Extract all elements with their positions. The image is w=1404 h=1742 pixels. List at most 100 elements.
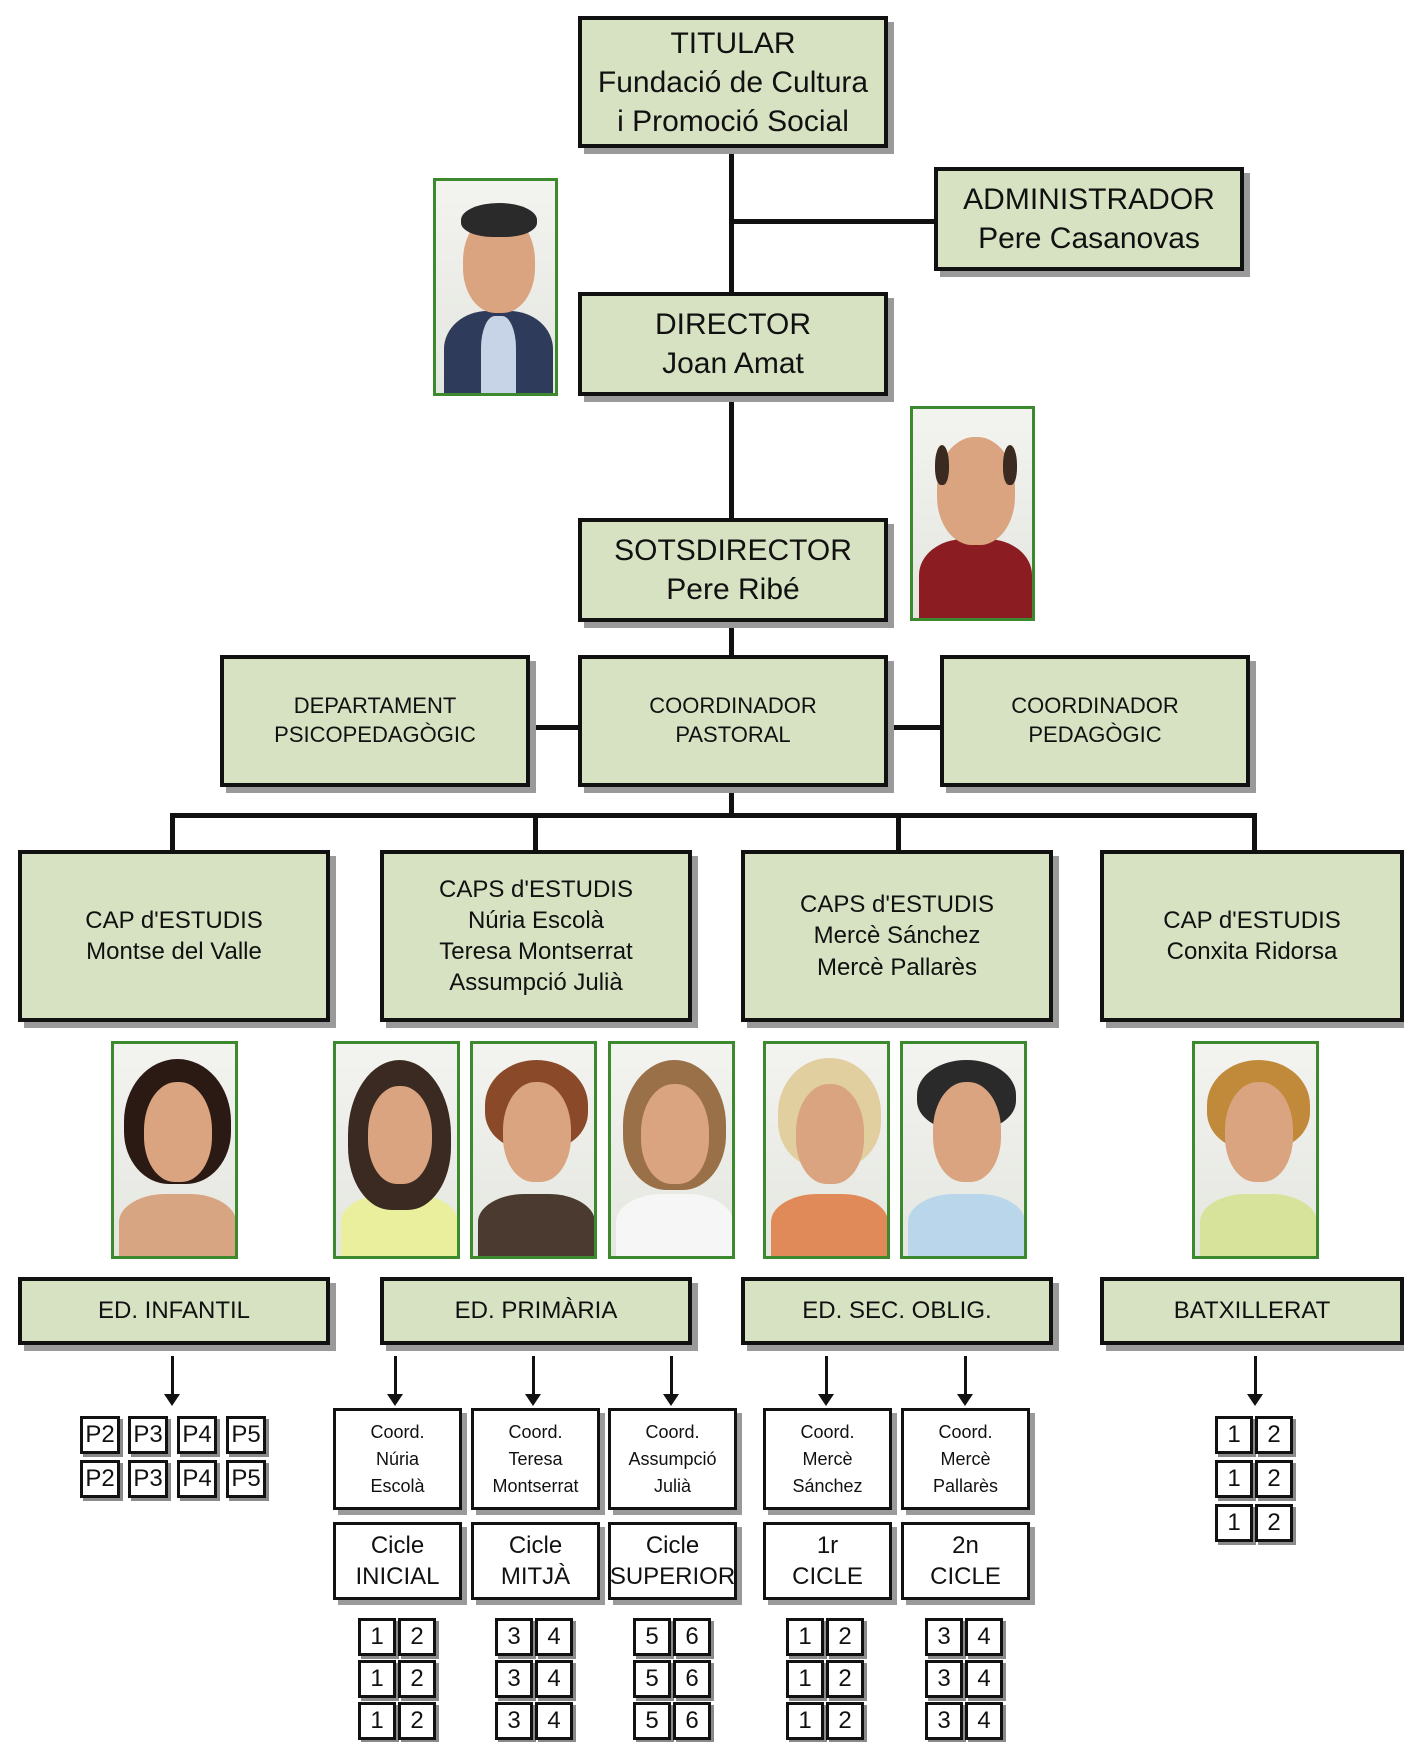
cicle-line2: SUPERIOR <box>609 1563 736 1590</box>
course-cell: 4 <box>965 1702 1003 1740</box>
photo-merce-sanchez <box>763 1041 890 1259</box>
course-cell: 4 <box>535 1660 573 1698</box>
photo-assumpcio <box>608 1041 735 1259</box>
course-cell: 1 <box>1215 1504 1253 1542</box>
course-cell: 2 <box>398 1618 436 1656</box>
cicle-line2: MITJÀ <box>500 1563 571 1590</box>
group-cell: P5 <box>226 1416 266 1454</box>
cicle-box-superior: Cicle SUPERIOR <box>608 1522 737 1600</box>
sotsdirector-name: Pere Ribé <box>666 573 800 606</box>
cicle-line1: Cicle <box>508 1531 563 1559</box>
course-cell: 5 <box>633 1702 671 1740</box>
caps-primaria-name1: Núria Escolà <box>467 906 605 934</box>
level-batxillerat-label: BATXILLERAT <box>1173 1297 1331 1325</box>
caps-eso-name2: Mercè Pallarès <box>816 953 978 981</box>
course-cell: 2 <box>826 1660 864 1698</box>
arrow-down-icon <box>957 1356 973 1406</box>
course-cell: 6 <box>673 1618 711 1656</box>
cicle-box-inicial: Cicle INICIAL <box>333 1522 462 1600</box>
course-cell: 6 <box>673 1702 711 1740</box>
line-sotsdirector-pastoral <box>729 620 734 656</box>
line-to-administrador <box>729 219 936 224</box>
line-cap3-drop <box>896 813 901 853</box>
course-cell: 1 <box>786 1702 824 1740</box>
caps-primaria-name3: Assumpció Julià <box>449 969 623 997</box>
cap-infantil-title: CAP d'ESTUDIS <box>85 906 263 934</box>
coord-name1: Teresa <box>508 1448 563 1469</box>
cap-estudis-batxillerat: CAP d'ESTUDIS Conxita Ridorsa <box>1100 850 1404 1022</box>
administrador-title: ADMINISTRADOR <box>963 183 1215 216</box>
photo-nuria <box>333 1041 460 1259</box>
line-director-sotsdirector <box>729 395 734 520</box>
coord-name1: Mercè <box>802 1448 853 1469</box>
level-primaria: ED. PRIMÀRIA <box>380 1277 692 1345</box>
course-cell: 1 <box>786 1618 824 1656</box>
pedagogic-line2: PEDAGÒGIC <box>1028 722 1162 747</box>
sotsdirector-box: SOTSDIRECTOR Pere Ribé <box>578 518 888 622</box>
cicle-box-mitja: Cicle MITJÀ <box>471 1522 600 1600</box>
caps-estudis-eso: CAPS d'ESTUDIS Mercè Sánchez Mercè Palla… <box>741 850 1053 1022</box>
cicle-box-1r: 1r CICLE <box>763 1522 892 1600</box>
administrador-box: ADMINISTRADOR Pere Casanovas <box>934 167 1244 271</box>
coord-name2: Sánchez <box>792 1475 863 1496</box>
arrow-down-icon <box>525 1356 541 1406</box>
cap-infantil-name: Montse del Valle <box>86 938 262 965</box>
cicle-line1: Cicle <box>370 1531 425 1559</box>
course-cell: 4 <box>535 1702 573 1740</box>
cicle-line2: CICLE <box>792 1563 863 1590</box>
director-box: DIRECTOR Joan Amat <box>578 292 888 396</box>
coord-name2: Montserrat <box>492 1475 579 1496</box>
course-cell: 1 <box>1215 1416 1253 1454</box>
director-title: DIRECTOR <box>654 308 812 341</box>
titular-title: TITULAR <box>670 26 796 60</box>
course-cell: 3 <box>925 1702 963 1740</box>
photo-conxita <box>1192 1041 1319 1259</box>
coord-box-merce-sanchez: Coord. Mercè Sánchez <box>763 1408 892 1510</box>
cicle-line1: 2n <box>952 1531 979 1559</box>
photo-merce-pallares <box>900 1041 1027 1259</box>
titular-box: TITULAR Fundació de Cultura i Promoció S… <box>578 16 888 148</box>
cicle-line2: CICLE <box>930 1563 1001 1590</box>
course-cell: 3 <box>495 1660 533 1698</box>
coordinador-pastoral-box: COORDINADOR PASTORAL <box>578 655 888 787</box>
caps-eso-name1: Mercè Sánchez <box>813 922 981 950</box>
level-infantil: ED. INFANTIL <box>18 1277 330 1345</box>
coord-label: Coord. <box>800 1421 855 1442</box>
titular-line3: i Promoció Social <box>617 104 849 138</box>
pastoral-line1: COORDINADOR <box>649 693 817 719</box>
arrow-down-icon <box>387 1356 403 1406</box>
caps-eso-title: CAPS d'ESTUDIS <box>800 891 994 919</box>
coord-box-merce-pallares: Coord. Mercè Pallarès <box>901 1408 1030 1510</box>
group-cell: P3 <box>128 1460 168 1498</box>
sotsdirector-photo <box>910 406 1035 621</box>
course-cell: 3 <box>925 1660 963 1698</box>
group-cell: P2 <box>80 1416 120 1454</box>
caps-primaria-name2: Teresa Montserrat <box>439 938 633 965</box>
director-photo <box>433 178 558 396</box>
group-cell: P3 <box>128 1416 168 1454</box>
course-cell: 2 <box>398 1660 436 1698</box>
level-infantil-label: ED. INFANTIL <box>97 1297 251 1325</box>
course-cell: 2 <box>1255 1416 1293 1454</box>
course-cell: 1 <box>358 1702 396 1740</box>
group-cell: P2 <box>80 1460 120 1498</box>
arrow-down-icon <box>164 1356 180 1406</box>
level-eso: ED. SEC. OBLIG. <box>741 1277 1053 1345</box>
course-cell: 5 <box>633 1618 671 1656</box>
cicle-line1: Cicle <box>645 1531 700 1559</box>
course-cell: 5 <box>633 1660 671 1698</box>
cap-batxillerat-name: Conxita Ridorsa <box>1166 938 1338 965</box>
caps-estudis-primaria: CAPS d'ESTUDIS Núria Escolà Teresa Monts… <box>380 850 692 1022</box>
coord-label: Coord. <box>938 1421 993 1442</box>
line-cap2-drop <box>533 813 538 853</box>
course-cell: 1 <box>358 1618 396 1656</box>
administrador-name: Pere Casanovas <box>978 222 1200 255</box>
course-cell: 3 <box>495 1702 533 1740</box>
arrow-down-icon <box>1247 1356 1263 1406</box>
sotsdirector-title: SOTSDIRECTOR <box>614 534 852 567</box>
course-cell: 3 <box>495 1618 533 1656</box>
cicle-line1: 1r <box>816 1531 839 1559</box>
line-horizontal-caps <box>170 813 1257 818</box>
course-cell: 1 <box>358 1660 396 1698</box>
coordinador-pedagogic-box: COORDINADOR PEDAGÒGIC <box>940 655 1250 787</box>
